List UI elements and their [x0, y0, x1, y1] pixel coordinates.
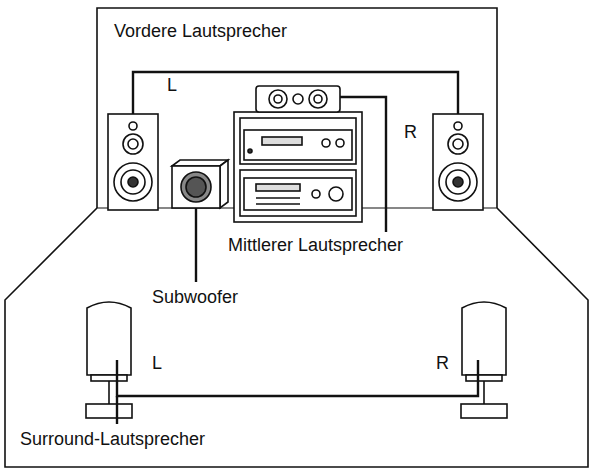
side-letter: R: [402, 123, 419, 143]
front-left-speaker: [108, 114, 158, 210]
centre-leader: [340, 97, 386, 232]
part-label: Subwoofer: [150, 288, 240, 308]
surround-wire: [117, 360, 478, 396]
surround-right-speaker: [461, 302, 507, 418]
part-label: Mittlerer Lautsprecher: [226, 236, 405, 256]
surround-left-speaker: [86, 302, 132, 418]
equipment-rack: [234, 112, 362, 222]
side-letter: L: [150, 354, 164, 374]
side-letter: L: [165, 76, 179, 96]
surround-leader: [116, 396, 118, 424]
side-letter: R: [434, 354, 451, 374]
subwoofer-leader: [195, 208, 197, 282]
centre-speaker: [256, 86, 340, 112]
subwoofer-box: [172, 160, 228, 208]
front-right-speaker: [433, 114, 483, 210]
heading-label: Vordere Lautsprecher: [112, 22, 289, 42]
part-label: Surround-Lautsprecher: [18, 430, 207, 450]
floor-outline: [5, 208, 588, 467]
